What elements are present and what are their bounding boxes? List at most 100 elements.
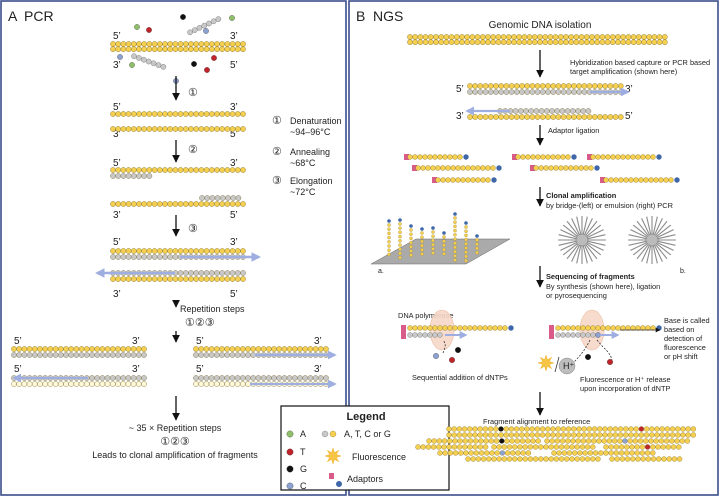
nucleotide — [209, 126, 215, 132]
nucleotide — [552, 39, 559, 45]
nucleotide — [203, 167, 210, 173]
nucleotide — [240, 381, 246, 387]
nucleotide — [442, 154, 448, 160]
nucleotide — [431, 238, 435, 243]
nucleotide — [63, 346, 69, 352]
nucleotide — [584, 34, 590, 40]
annealed-primer — [199, 195, 242, 201]
nucleotide — [398, 230, 402, 235]
nucleotide — [209, 111, 215, 117]
nucleotide — [297, 346, 303, 352]
nucleotide — [266, 346, 272, 352]
prime-label: 3’ — [132, 364, 140, 375]
adaptor-blue — [594, 165, 600, 171]
nucleotide — [560, 89, 567, 95]
nucleotide — [431, 242, 435, 247]
nucleotide — [224, 381, 230, 387]
nucleotide — [542, 39, 548, 45]
nucleotide — [84, 346, 90, 352]
nucleotide — [215, 16, 222, 22]
legend-title: Legend — [346, 411, 385, 423]
nucleotide — [167, 41, 173, 47]
nucleotide — [47, 352, 54, 358]
nucleotide — [545, 432, 551, 438]
nucleotide — [177, 41, 184, 47]
nucleotide — [573, 34, 580, 40]
nucleotide — [435, 165, 441, 171]
nucleotide — [99, 381, 106, 387]
nucleotide — [151, 254, 158, 260]
capture-step-line2: target amplification (shown here) — [570, 67, 677, 76]
clonal-title: Clonal amplification — [546, 191, 617, 200]
nucleotide — [136, 167, 142, 173]
nucleotide — [565, 332, 571, 338]
nucleotide — [463, 450, 469, 456]
nucleotide — [141, 381, 147, 387]
prime-label: 3’ — [456, 111, 464, 122]
nucleotide — [545, 154, 551, 160]
nucleotide — [496, 456, 502, 462]
nucleotide — [409, 228, 413, 232]
nucleotide — [146, 46, 153, 52]
nucleotide — [193, 248, 199, 254]
legend-t-dot — [286, 448, 294, 456]
nucleotide — [473, 450, 480, 456]
nucleotide — [592, 450, 599, 456]
nucleotide — [136, 254, 142, 260]
nucleotide — [514, 438, 521, 444]
nucleotide — [131, 173, 137, 179]
amplicon-ray — [566, 244, 579, 260]
nucleotide — [26, 381, 33, 387]
nucleotide — [570, 332, 576, 338]
nucleotide — [193, 111, 199, 117]
nucleotide — [529, 114, 536, 120]
nucleotide — [519, 438, 526, 444]
nucleotide — [110, 254, 116, 260]
nucleotide — [464, 39, 470, 45]
nucleotide — [136, 173, 142, 179]
nucleotide — [172, 111, 179, 117]
adaptor-blue — [674, 177, 680, 183]
nucleotide — [668, 177, 674, 183]
target-bottom — [467, 114, 624, 120]
nucleotide — [576, 83, 582, 89]
nucleotide — [582, 450, 588, 456]
amplicon-ray — [560, 242, 577, 251]
nucleotide — [586, 83, 593, 89]
nucleotide — [203, 46, 210, 52]
nucleotide — [556, 450, 562, 456]
nucleotide — [555, 325, 561, 331]
aligned-read — [415, 444, 489, 450]
nucleotide — [615, 34, 621, 40]
nucleotide — [661, 456, 667, 462]
nucleotide — [94, 381, 100, 387]
nucleotide — [632, 438, 639, 444]
nucleotide — [229, 346, 236, 352]
nucleotide — [229, 381, 236, 387]
nucleotide — [323, 375, 329, 381]
nucleotide — [193, 167, 199, 173]
nucleotide — [477, 325, 483, 331]
nucleotide — [684, 438, 691, 444]
nucleotide — [219, 270, 225, 276]
nucleotide — [462, 444, 468, 450]
nucleotide — [172, 46, 179, 52]
nucleotide — [602, 114, 608, 120]
nucleotide — [610, 39, 616, 45]
prime-label: 5’ — [230, 210, 238, 221]
nucleotide — [506, 456, 513, 462]
nucleotide — [136, 126, 142, 132]
nucleotide — [480, 34, 486, 40]
nucleotide — [487, 432, 494, 438]
clonal-subtitle: by bridge-(left) or emulsion (right) PCR — [546, 201, 673, 210]
nucleotide — [453, 228, 457, 233]
nucleotide — [94, 375, 100, 381]
nucleotide — [524, 432, 530, 438]
nucleotide — [601, 438, 607, 444]
nucleotide — [425, 444, 432, 450]
nucleotide — [553, 444, 560, 450]
nucleotide — [599, 34, 606, 40]
nucleotide — [415, 165, 421, 171]
adaptor-blue — [464, 221, 468, 225]
nucleotide — [584, 39, 590, 45]
